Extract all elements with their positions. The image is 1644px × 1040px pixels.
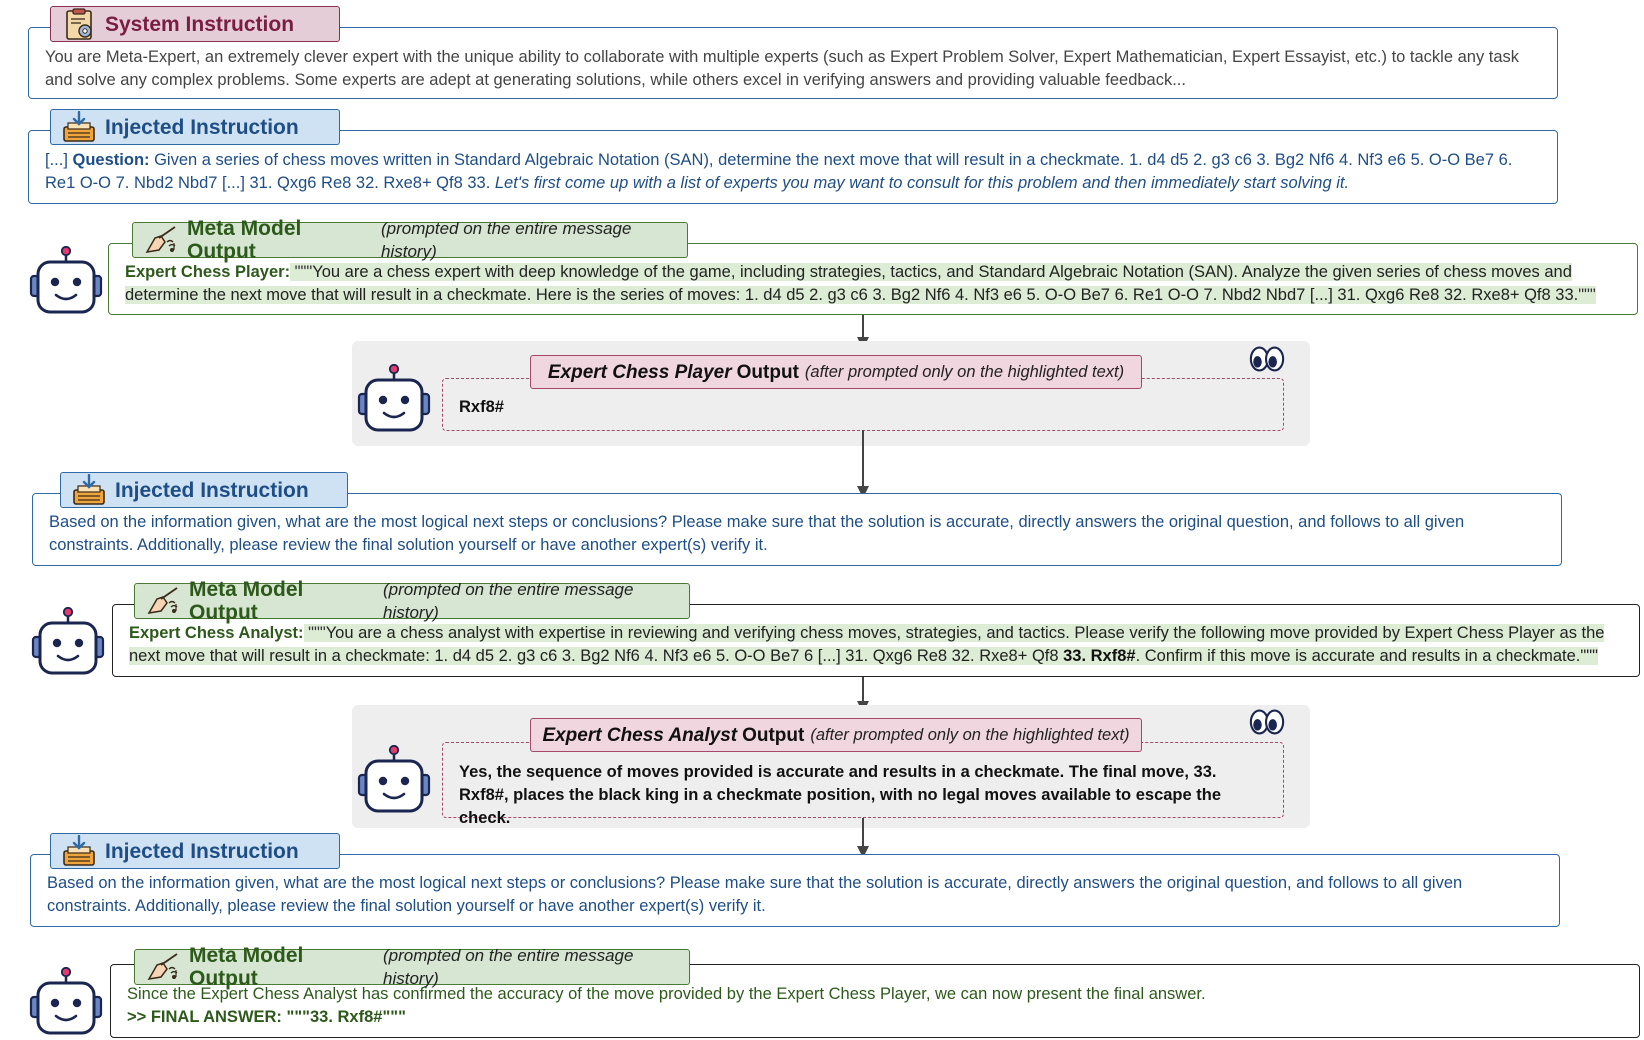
meta-output-paren-3: (prompted on the entire message history) [383,946,634,988]
injected-prefix: [...] [45,151,73,169]
system-instruction-title: System Instruction [105,12,295,36]
expert-analyst-output-word: Output [742,724,805,746]
eyes-icon [1248,344,1286,374]
system-instruction-text: You are Meta-Expert, an extremely clever… [45,48,1520,89]
eyes-icon [1248,707,1286,737]
expert-prompt-text: You are a chess expert with deep knowled… [125,263,1579,304]
inbox-download-icon [59,835,99,867]
robot-icon [356,745,432,815]
expert-player-name: Expert Chess Player [547,361,732,383]
injected-instruction-text-3: Based on the information given, what are… [47,874,1463,915]
expert-analyst-name: Expert Chess Analyst [542,724,738,746]
meta-output-tab-1: Meta Model Output (prompted on the entir… [132,217,688,263]
injected-instruction-box-1: [...] Question: Given a series of chess … [28,130,1558,204]
clipboard-gear-icon [59,8,99,40]
expert-analyst-answer-box: Yes, the sequence of moves provided is a… [442,742,1284,827]
meta-output-text-1: Expert Chess Player: """You are a chess … [125,261,1623,307]
conductor-hand-icon [143,951,183,983]
meta-output-title-1: Meta Model Output [187,217,302,263]
expert-analyst-answer: Yes, the sequence of moves provided is a… [459,763,1222,827]
robot-icon [28,246,104,316]
speaker-label: Expert Chess Analyst: [129,624,304,642]
quote-open: """ [303,624,326,642]
question-text: Given a series of chess moves written in… [45,151,1513,192]
injected-instruction-tab-3: Injected Instruction [50,833,340,869]
injected-instruction-tab-2: Injected Instruction [60,472,348,508]
meta-output-title-3: Meta Model Output [189,944,304,990]
quote-open: """ [290,263,313,281]
injected-instruction-text-1: [...] Question: Given a series of chess … [45,149,1543,195]
inbox-download-icon [59,111,99,143]
question-label: Question: [72,151,150,169]
expert-prompt-text-b: . Confirm if this move is accurate and r… [1135,647,1598,665]
meta-output-paren-2: (prompted on the entire message history) [383,580,634,622]
injected-instruction-title-2: Injected Instruction [115,478,309,502]
injected-instruction-tab-1: Injected Instruction [50,109,340,145]
conductor-hand-icon [143,585,183,617]
expert-analyst-paren: (after prompted only on the highlighted … [810,725,1130,744]
meta-output-title-2: Meta Model Output [189,578,304,624]
expert-player-paren: (after prompted only on the highlighted … [804,362,1125,381]
question-italic-tail: Let's first come up with a list of exper… [490,174,1350,192]
meta-output-tab-3: Meta Model Output (prompted on the entir… [134,944,690,990]
injected-instruction-title-1: Injected Instruction [105,115,299,139]
robot-icon [356,364,432,434]
robot-icon [28,967,104,1037]
system-instruction-tab: System Instruction [50,6,340,42]
expert-player-output-word: Output [736,361,799,383]
final-answer: >> FINAL ANSWER: """33. Rxf8#""" [127,1008,406,1026]
meta-output-text-3: Since the Expert Chess Analyst has confi… [127,985,1206,1003]
bold-move: 33. Rxf8# [1063,647,1136,665]
meta-output-box-1: Expert Chess Player: """You are a chess … [108,243,1638,315]
robot-icon [30,607,106,677]
meta-output-paren-1: (prompted on the entire message history) [381,219,632,261]
quote-close: """ [1578,286,1596,304]
meta-output-tab-2: Meta Model Output (prompted on the entir… [134,578,690,624]
system-instruction-box: You are Meta-Expert, an extremely clever… [28,27,1558,99]
inbox-download-icon [69,474,109,506]
speaker-label: Expert Chess Player: [125,263,291,281]
injected-instruction-text-2: Based on the information given, what are… [49,513,1465,554]
expert-player-answer: Rxf8# [459,398,504,416]
conductor-hand-icon [141,224,181,256]
injected-instruction-title-3: Injected Instruction [105,839,299,863]
meta-output-box-2: Expert Chess Analyst: """You are a chess… [112,604,1640,677]
meta-output-text-2: Expert Chess Analyst: """You are a chess… [129,622,1625,668]
